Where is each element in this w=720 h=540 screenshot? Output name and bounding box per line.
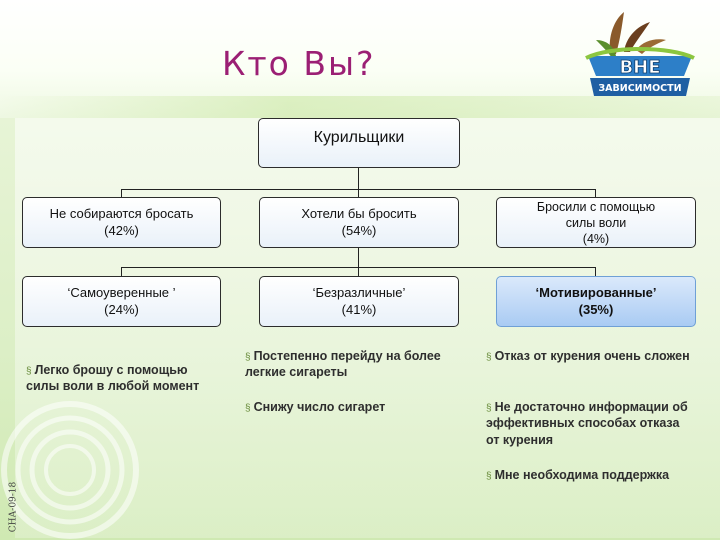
connector-to-l2-right <box>595 267 596 276</box>
node-indifferent: ‘Безразличные’ (41%) <box>259 276 459 327</box>
node-smokers: Курильщики <box>258 118 460 168</box>
node-quit-willpower: Бросили с помощью силы воли (4%) <box>496 197 696 248</box>
content-panel <box>15 118 720 538</box>
connector-l1-to-l2 <box>358 248 359 267</box>
bullet-marker-icon: § <box>486 403 492 414</box>
bullet-col3-item-3: §Мне необходима поддержка <box>486 468 670 482</box>
bullet-marker-icon: § <box>26 366 32 377</box>
bullet-marker-icon: § <box>245 403 251 414</box>
bullet-col1-item-1: §Легко брошу с помощью силы воли в любой… <box>26 363 200 394</box>
node-self-confident: ‘Самоуверенные ’ (24%) <box>22 276 221 327</box>
connector-to-l1-left <box>121 189 122 197</box>
bullet-marker-icon: § <box>245 352 251 363</box>
bullet-col2-item-1: §Постепенно перейду на более легкие сига… <box>245 349 441 380</box>
bullet-marker-icon: § <box>486 352 492 363</box>
connector-to-l1-mid <box>358 189 359 197</box>
bullet-col3-item-1: §Отказ от курения очень сложен <box>486 349 690 363</box>
slide-code: СНА-09-18 <box>8 481 19 533</box>
connector-to-l1-right <box>595 189 596 197</box>
connector-to-l2-mid <box>358 267 359 276</box>
node-motivated: ‘Мотивированные’ (35%) <box>496 276 696 327</box>
decorative-circles <box>1 401 139 539</box>
header-band <box>0 96 720 118</box>
logo: ВНЕ ЗАВИСИМОСТИ <box>585 12 695 96</box>
node-want-to-quit: Хотели бы бросить (54%) <box>259 197 459 248</box>
page-title: Кто Вы? <box>222 44 376 83</box>
bullet-col3-item-2: §Не достаточно информации об эффективных… <box>486 400 688 447</box>
bullet-marker-icon: § <box>486 471 492 482</box>
connector-root-down <box>358 168 359 189</box>
bullet-col2-item-2: §Снижу число сигарет <box>245 400 386 414</box>
logo-text-main: ВНЕ <box>619 57 660 78</box>
node-not-quitting: Не собираются бросать (42%) <box>22 197 221 248</box>
connector-to-l2-left <box>121 267 122 276</box>
logo-text-sub: ЗАВИСИМОСТИ <box>598 83 681 94</box>
